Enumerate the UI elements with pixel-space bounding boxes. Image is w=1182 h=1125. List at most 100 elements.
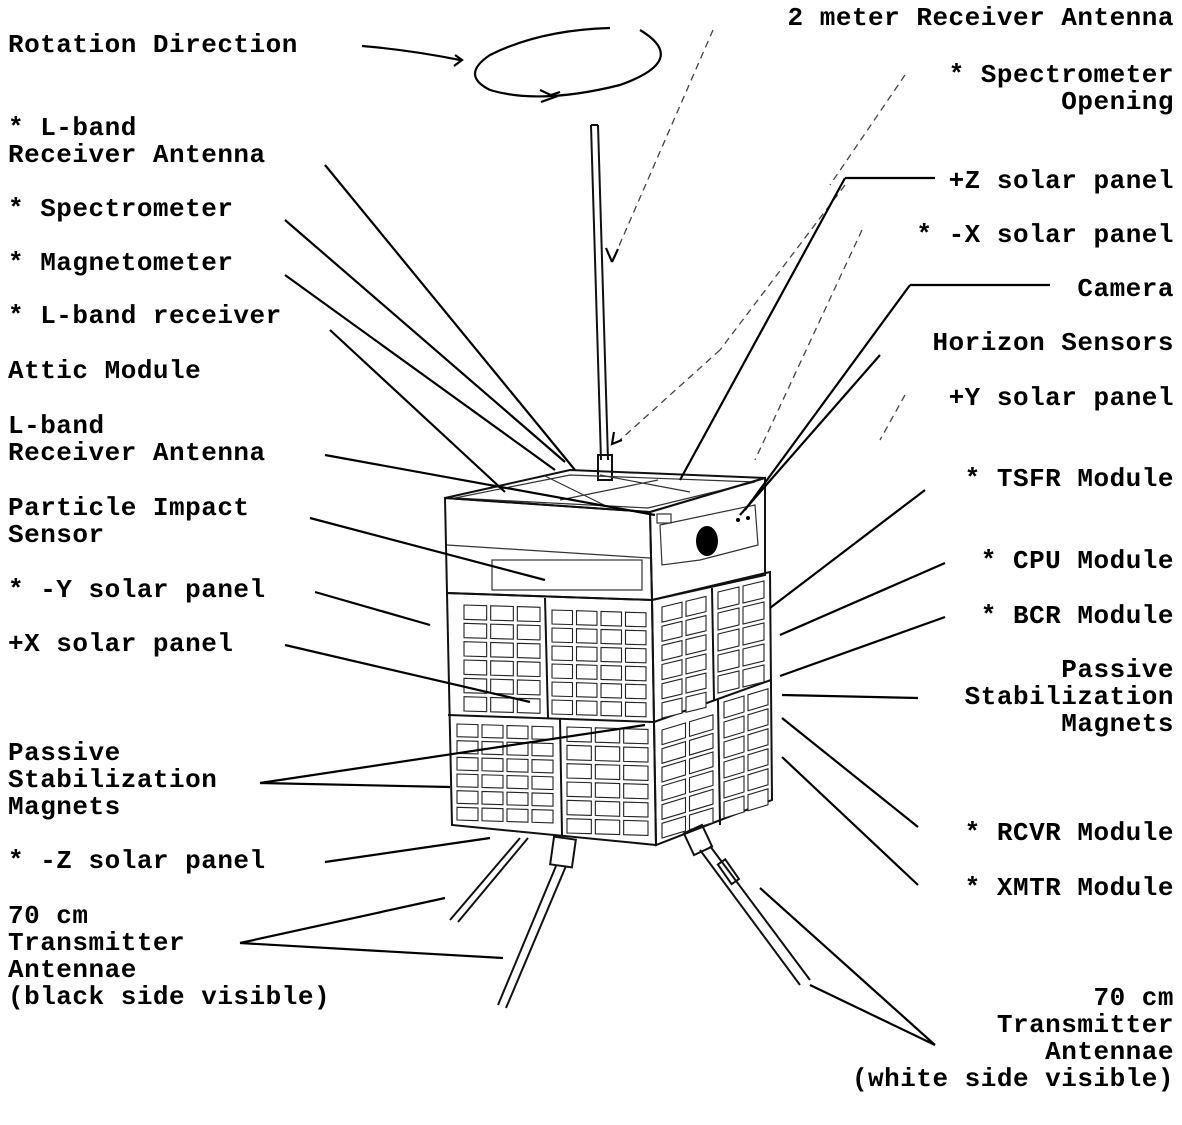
solar-cell — [594, 763, 621, 781]
solar-cell — [551, 609, 574, 626]
leader-lines — [239, 29, 1050, 1046]
solar-cell — [747, 768, 769, 792]
solar-cell — [624, 683, 647, 700]
label-particle-impact-sensor: Particle Impact Sensor — [8, 493, 250, 550]
label-plus-y-solar-panel: +Y solar panel — [948, 383, 1174, 413]
solar-cell — [456, 773, 479, 788]
solar-cell — [531, 809, 554, 824]
solar-cell — [747, 708, 769, 732]
solar-cell — [688, 713, 714, 738]
label-70cm-antennae-black: 70 cm Transmitter Antennae (black side v… — [8, 901, 331, 1012]
solar-cell — [463, 641, 488, 658]
solar-cell — [575, 646, 598, 662]
solar-cell — [742, 664, 765, 688]
solar-cell — [566, 744, 592, 761]
solar-cell — [481, 724, 504, 739]
solar-cell — [685, 691, 707, 713]
solar-cell — [490, 623, 514, 640]
solar-cell — [742, 580, 765, 604]
label-minus-x-solar-panel: * -X solar panel — [916, 220, 1174, 250]
label-rcvr-module: * RCVR Module — [964, 818, 1174, 848]
solar-cell — [600, 664, 623, 681]
solar-cell — [661, 639, 683, 662]
label-minus-z-solar-panel: * -Z solar panel — [8, 846, 266, 876]
solar-cell — [742, 622, 765, 646]
solar-cell — [747, 688, 769, 712]
label-passive-stabilization-magnets-left: Passive Stabilization Magnets — [8, 738, 218, 822]
solar-cell — [661, 778, 687, 802]
solar-cell — [717, 649, 740, 673]
solar-cell — [685, 634, 707, 656]
label-lband-receiver-antenna-starred: * L-band Receiver Antenna — [8, 113, 266, 170]
solar-cell — [490, 696, 514, 714]
solar-cell — [551, 681, 574, 698]
solar-cell — [456, 806, 479, 822]
solar-cell — [566, 781, 592, 798]
solar-cell — [623, 783, 649, 800]
solar-cell — [481, 757, 504, 772]
solar-cell — [623, 728, 649, 745]
solar-cell — [594, 782, 621, 799]
solar-cell — [600, 610, 623, 627]
solar-cell — [688, 807, 714, 831]
solar-cell — [506, 808, 529, 823]
label-rotation-direction: Rotation Direction — [8, 30, 298, 60]
solar-cell — [661, 620, 683, 643]
label-tsfr-module: * TSFR Module — [964, 464, 1174, 494]
solar-cell — [685, 595, 707, 618]
solar-cell — [600, 682, 623, 699]
solar-cell — [661, 740, 687, 765]
label-xmtr-module: * XMTR Module — [964, 873, 1174, 903]
receiver-antenna-mast — [590, 124, 613, 481]
solar-cell — [600, 646, 623, 663]
solar-cell — [723, 775, 745, 799]
solar-cell — [723, 695, 745, 719]
solar-cell — [685, 653, 707, 675]
solar-cell — [600, 628, 623, 645]
solar-cell — [531, 742, 554, 757]
solar-cell — [661, 601, 683, 623]
solar-cell — [624, 611, 647, 628]
solar-cell — [688, 751, 714, 775]
solar-cell — [463, 604, 488, 621]
solar-cell — [481, 807, 504, 822]
solar-cell — [506, 758, 529, 773]
solar-cell — [506, 774, 529, 790]
solar-cell — [742, 643, 765, 667]
solar-cell — [516, 697, 541, 714]
solar-cell — [575, 610, 598, 626]
solar-cell — [506, 791, 529, 807]
solar-cell — [661, 678, 683, 700]
solar-cells — [456, 580, 769, 839]
satellite-body — [443, 468, 774, 847]
label-lband-receiver: * L-band receiver — [8, 301, 282, 331]
solar-cell — [481, 790, 504, 806]
solar-cell — [685, 672, 707, 694]
solar-cell — [623, 746, 649, 763]
solar-cell — [661, 722, 687, 746]
solar-cell — [506, 724, 529, 740]
solar-cell — [723, 715, 745, 739]
solar-cell — [717, 586, 740, 610]
solar-cell — [742, 601, 765, 625]
solar-cell — [717, 628, 740, 652]
solar-cell — [516, 642, 541, 659]
solar-cell — [717, 607, 740, 631]
solar-cell — [661, 815, 687, 839]
label-plus-x-solar-panel: +X solar panel — [8, 629, 234, 659]
solar-cell — [624, 629, 647, 646]
solar-cell — [723, 735, 745, 759]
solar-cell — [594, 745, 621, 762]
label-plus-z-solar-panel: +Z solar panel — [948, 166, 1174, 196]
solar-cell — [688, 788, 714, 812]
solar-cell — [463, 696, 488, 713]
solar-cell — [747, 728, 769, 752]
solar-cell — [490, 660, 514, 677]
solar-cell — [456, 756, 479, 772]
solar-cell — [623, 819, 649, 836]
solar-cell — [481, 774, 504, 789]
solar-cell — [594, 800, 621, 817]
solar-cell — [566, 818, 592, 835]
solar-cell — [551, 645, 574, 662]
solar-cell — [575, 664, 598, 680]
